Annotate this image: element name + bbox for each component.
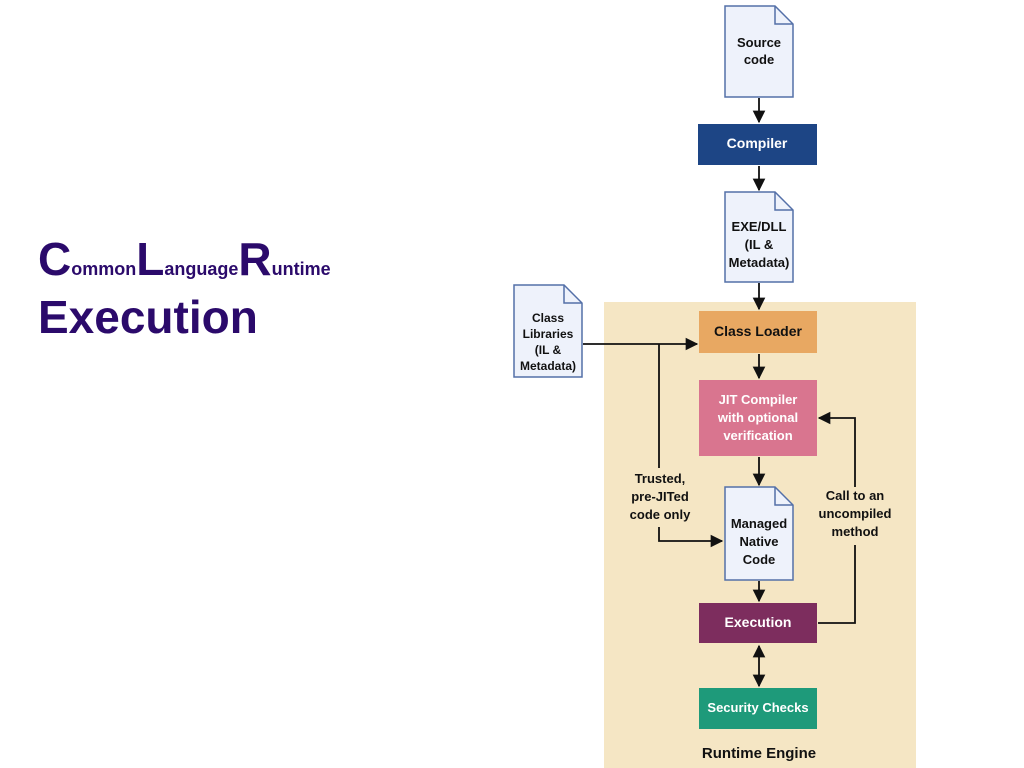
arrow-call-to-jit (817, 411, 856, 487)
jit-compiler-label-2: with optional (717, 410, 798, 425)
class-libraries-label-2: Libraries (523, 327, 574, 341)
arrow-execution-call-loop (818, 545, 856, 624)
class-libraries-document: Class Libraries (IL & Metadata) (513, 284, 583, 378)
execution-box: Execution (699, 603, 817, 643)
managed-native-code-label-1: Managed (731, 516, 787, 531)
security-checks-box: Security Checks (699, 688, 817, 729)
call-note-3: method (832, 524, 879, 539)
jit-compiler-box: JIT Compiler with optional verification (699, 380, 817, 456)
trusted-note-3: code only (630, 507, 691, 522)
jit-compiler-label-3: verification (723, 428, 792, 443)
class-loader-label: Class Loader (714, 323, 802, 339)
source-code-label-1: Source (737, 35, 781, 50)
managed-native-code-document: Managed Native Code (724, 486, 794, 581)
title-rest-language: anguage (164, 259, 239, 279)
class-loader-box: Class Loader (699, 311, 817, 353)
title-rest-common: ommon (71, 259, 137, 279)
runtime-engine-label: Runtime Engine (702, 745, 816, 762)
title-initial-r: R (238, 233, 272, 285)
execution-label: Execution (725, 614, 792, 630)
exe-dll-label-2: (IL & (745, 237, 774, 252)
trusted-note-2: pre-JITed (631, 489, 689, 504)
exe-dll-label-1: EXE/DLL (732, 219, 787, 234)
managed-native-code-label-2: Native (739, 534, 778, 549)
managed-native-code-label-3: Code (743, 552, 776, 567)
exe-dll-label-3: Metadata) (729, 255, 790, 270)
security-checks-label: Security Checks (707, 700, 808, 715)
title-initial-c: C (38, 233, 72, 285)
jit-compiler-label-1: JIT Compiler (719, 392, 798, 407)
title-rest-runtime: untime (271, 259, 331, 279)
class-libraries-label-1: Class (532, 311, 564, 325)
call-note-2: uncompiled (819, 506, 892, 521)
trusted-note-1: Trusted, (635, 471, 686, 486)
source-code-label-2: code (744, 52, 774, 67)
exe-dll-document: EXE/DLL (IL & Metadata) (724, 191, 794, 283)
class-libraries-label-4: Metadata) (520, 359, 576, 373)
compiler-label: Compiler (727, 135, 788, 151)
slide-title: CommonLanguageRuntime Execution (38, 236, 331, 340)
source-code-document: Source code (724, 5, 794, 98)
title-initial-l: L (136, 233, 165, 285)
title-line-1: CommonLanguageRuntime (38, 236, 331, 282)
call-note-1: Call to an (826, 488, 885, 503)
compiler-box: Compiler (698, 124, 817, 165)
class-libraries-label-3: (IL & (535, 343, 562, 357)
title-line-2: Execution (38, 291, 258, 343)
arrow-trusted-to-native (658, 527, 724, 548)
